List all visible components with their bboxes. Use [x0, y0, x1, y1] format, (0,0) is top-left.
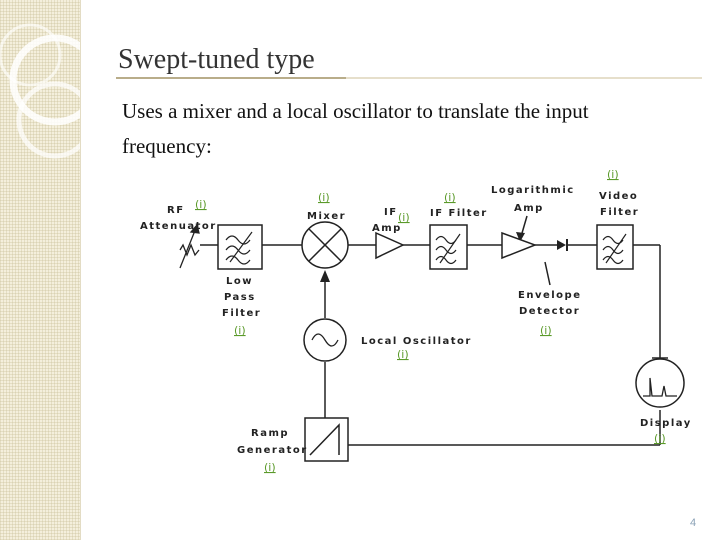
local-oscillator-symbol	[303, 318, 347, 362]
display-crt-symbol	[635, 358, 685, 408]
info-link-ramp-generator[interactable]: (i)	[264, 461, 276, 474]
label-pass: Pass	[224, 292, 256, 303]
slide-title: Swept-tuned type	[118, 44, 315, 75]
info-link-if-filter[interactable]: (i)	[444, 191, 456, 204]
video-filter-block	[596, 224, 634, 270]
decorative-rings	[0, 23, 80, 159]
info-link-rf-attenuator[interactable]: (i)	[195, 198, 207, 211]
label-video-filter: Filter	[600, 207, 639, 218]
info-link-envelope-detector[interactable]: (i)	[540, 324, 552, 337]
envelope-detector-diode	[557, 239, 568, 251]
label-detector: Detector	[519, 306, 580, 317]
label-log-amp: Amp	[514, 203, 544, 214]
label-generator: Generator	[237, 445, 308, 456]
label-local-oscillator: Local Oscillator	[361, 336, 472, 347]
label-if-filter: IF Filter	[430, 208, 488, 219]
info-link-if-amp[interactable]: (i)	[398, 211, 410, 224]
label-display: Display	[640, 418, 692, 429]
ramp-generator-block	[304, 417, 349, 462]
label-logarithmic: Logarithmic	[491, 185, 575, 196]
label-amp: Amp	[372, 223, 402, 234]
label-envelope: Envelope	[518, 290, 582, 301]
info-link-video-filter[interactable]: (i)	[607, 168, 619, 181]
if-filter-block	[429, 224, 468, 270]
label-attenuator: Attenuator	[140, 221, 217, 232]
title-underline	[116, 77, 702, 79]
info-link-display[interactable]: (i)	[654, 432, 666, 445]
slide-body-text: Uses a mixer and a local oscillator to t…	[122, 99, 589, 158]
info-link-local-oscillator[interactable]: (i)	[397, 348, 409, 361]
if-amp-symbol	[375, 231, 405, 260]
decorative-sidebar	[0, 0, 81, 540]
label-lowpass-filter: Filter	[222, 308, 261, 319]
label-rf: RF	[167, 205, 185, 216]
rf-attenuator-block	[179, 223, 263, 270]
page-number: 4	[690, 517, 697, 529]
label-if: IF	[384, 207, 398, 218]
label-mixer: Mixer	[307, 211, 346, 222]
mixer-symbol	[301, 221, 349, 269]
label-ramp: Ramp	[251, 428, 289, 439]
label-video: Video	[599, 191, 638, 202]
info-link-low-pass-filter[interactable]: (i)	[234, 324, 246, 337]
label-low: Low	[226, 276, 253, 287]
log-amp-symbol	[501, 231, 538, 260]
info-link-mixer[interactable]: (i)	[318, 191, 330, 204]
